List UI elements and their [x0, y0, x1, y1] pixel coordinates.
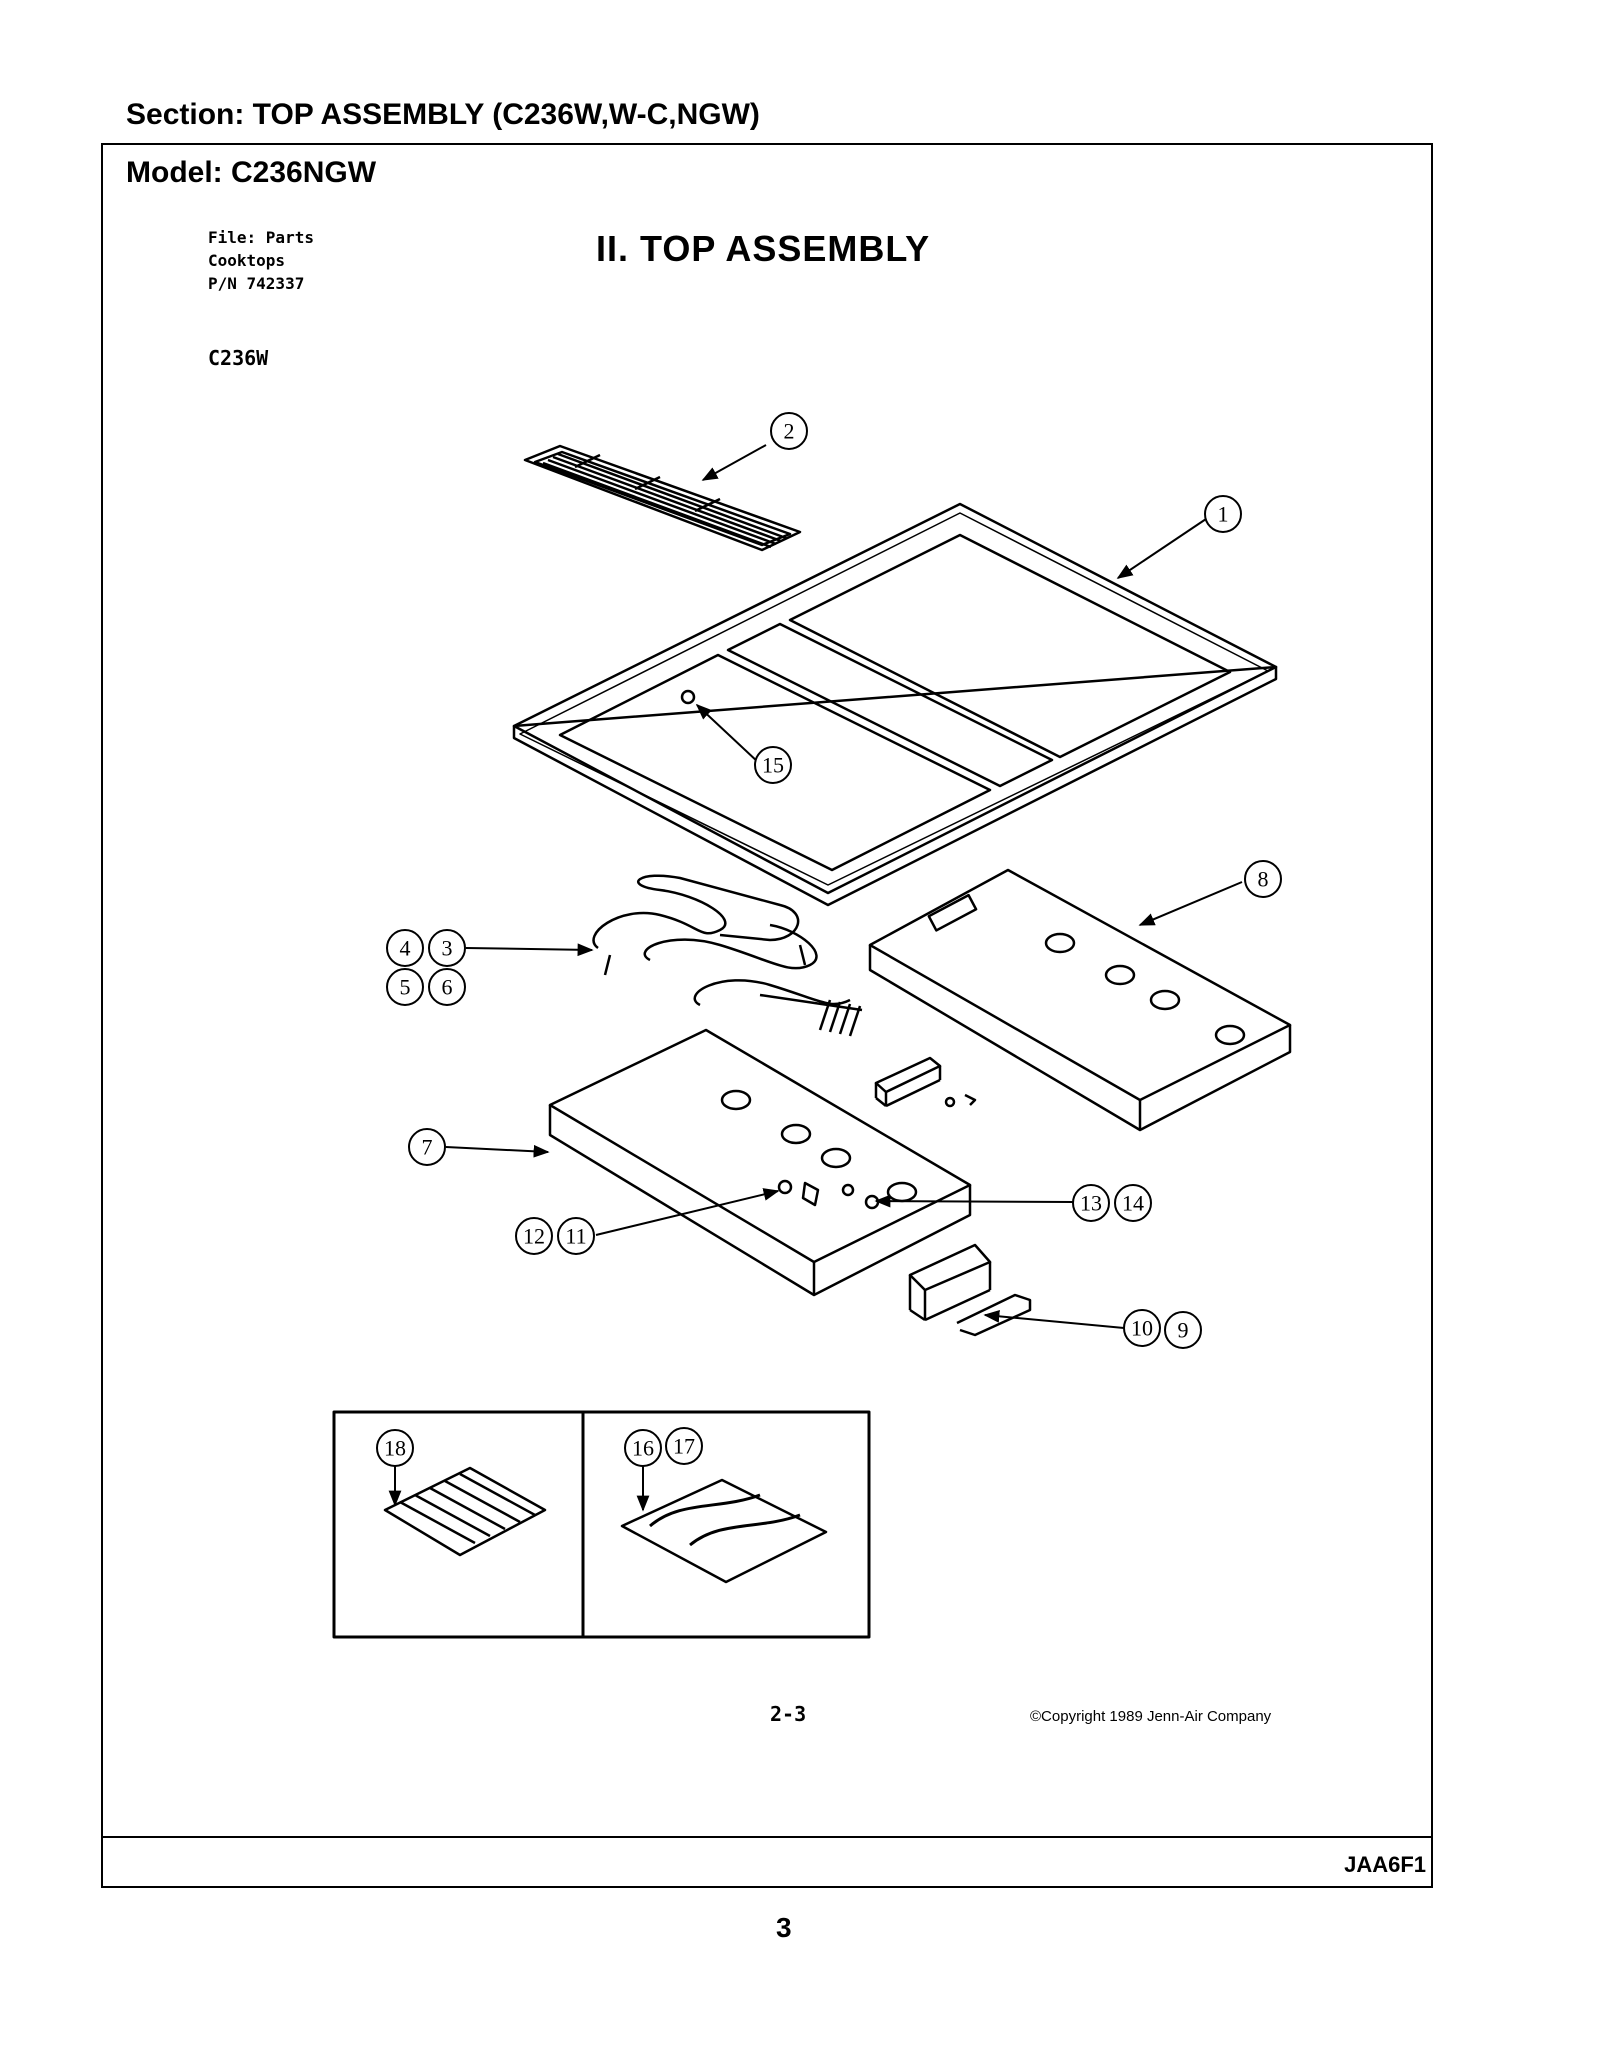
callout-6: 6 [442, 975, 453, 1000]
section-title: Section: TOP ASSEMBLY (C236W,W-C,NGW) [126, 98, 760, 131]
callout-13: 13 [1080, 1191, 1102, 1216]
callout-7: 7 [422, 1135, 433, 1160]
callout-bubble [770, 412, 808, 450]
callout-bubble [515, 1217, 553, 1255]
callout-bubble [386, 968, 424, 1006]
callout-14: 14 [1122, 1191, 1144, 1216]
page-code: 2-3 [770, 1702, 807, 1726]
callout-17: 17 [673, 1434, 695, 1459]
leader-lines [388, 444, 1243, 1512]
callout-16: 16 [632, 1436, 654, 1461]
category-line: Cooktops [208, 251, 286, 270]
model-label: Model: C236NGW [126, 156, 377, 189]
callout-3: 3 [442, 936, 453, 961]
cooktop-frame-part [512, 502, 1278, 907]
callout-bubble [386, 929, 424, 967]
bracket-part [908, 1243, 1032, 1337]
file-info: File: Parts Cooktops P/N 742337 [208, 226, 314, 295]
callout-bubble [408, 1128, 446, 1166]
grill-grate-part [523, 444, 802, 552]
callout-bubble [1244, 860, 1282, 898]
screw-part [680, 689, 696, 705]
right-drip-pan-part [868, 868, 1292, 1132]
callout-12: 12 [523, 1224, 545, 1249]
callout-bubble [754, 746, 792, 784]
callout-5: 5 [400, 975, 411, 1000]
callout-15: 15 [762, 753, 784, 778]
footer-divider [101, 1836, 1433, 1838]
callout-bubble [665, 1427, 703, 1465]
callout-18: 18 [384, 1436, 406, 1461]
callout-4: 4 [400, 936, 411, 961]
callout-bubble [1114, 1184, 1152, 1222]
page-number: 3 [776, 1912, 792, 1943]
mounting-hardware-part [777, 1179, 880, 1210]
copyright-notice: ©Copyright 1989 Jenn-Air Company [1030, 1708, 1272, 1725]
part-number-line: P/N 742337 [208, 274, 305, 293]
callout-2: 2 [784, 419, 795, 444]
callout-bubble [376, 1429, 414, 1467]
callout-bubble [428, 968, 466, 1006]
callout-bubble [1164, 1311, 1202, 1349]
callout-bubble [1204, 495, 1242, 533]
drawing-frame [101, 143, 1433, 1888]
callout-1: 1 [1218, 502, 1229, 527]
document-code: JAA6F1 [1344, 1852, 1426, 1877]
callout-bubble [428, 929, 466, 967]
heating-element-part [592, 874, 863, 1037]
left-drip-pan-part [548, 1028, 972, 1297]
terminal-block-part [874, 1056, 977, 1108]
file-line: File: Parts [208, 228, 314, 247]
callout-11: 11 [565, 1224, 586, 1249]
callout-bubble [1123, 1309, 1161, 1347]
callout-bubble [624, 1429, 662, 1467]
model-code: C236W [208, 346, 269, 370]
callout-bubble [1072, 1184, 1110, 1222]
diagram-title: II. TOP ASSEMBLY [596, 228, 931, 269]
callout-8: 8 [1258, 867, 1269, 892]
callout-10: 10 [1131, 1316, 1153, 1341]
accessory-inset [332, 1410, 871, 1639]
callout-9: 9 [1178, 1318, 1189, 1343]
callout-bubble [557, 1217, 595, 1255]
